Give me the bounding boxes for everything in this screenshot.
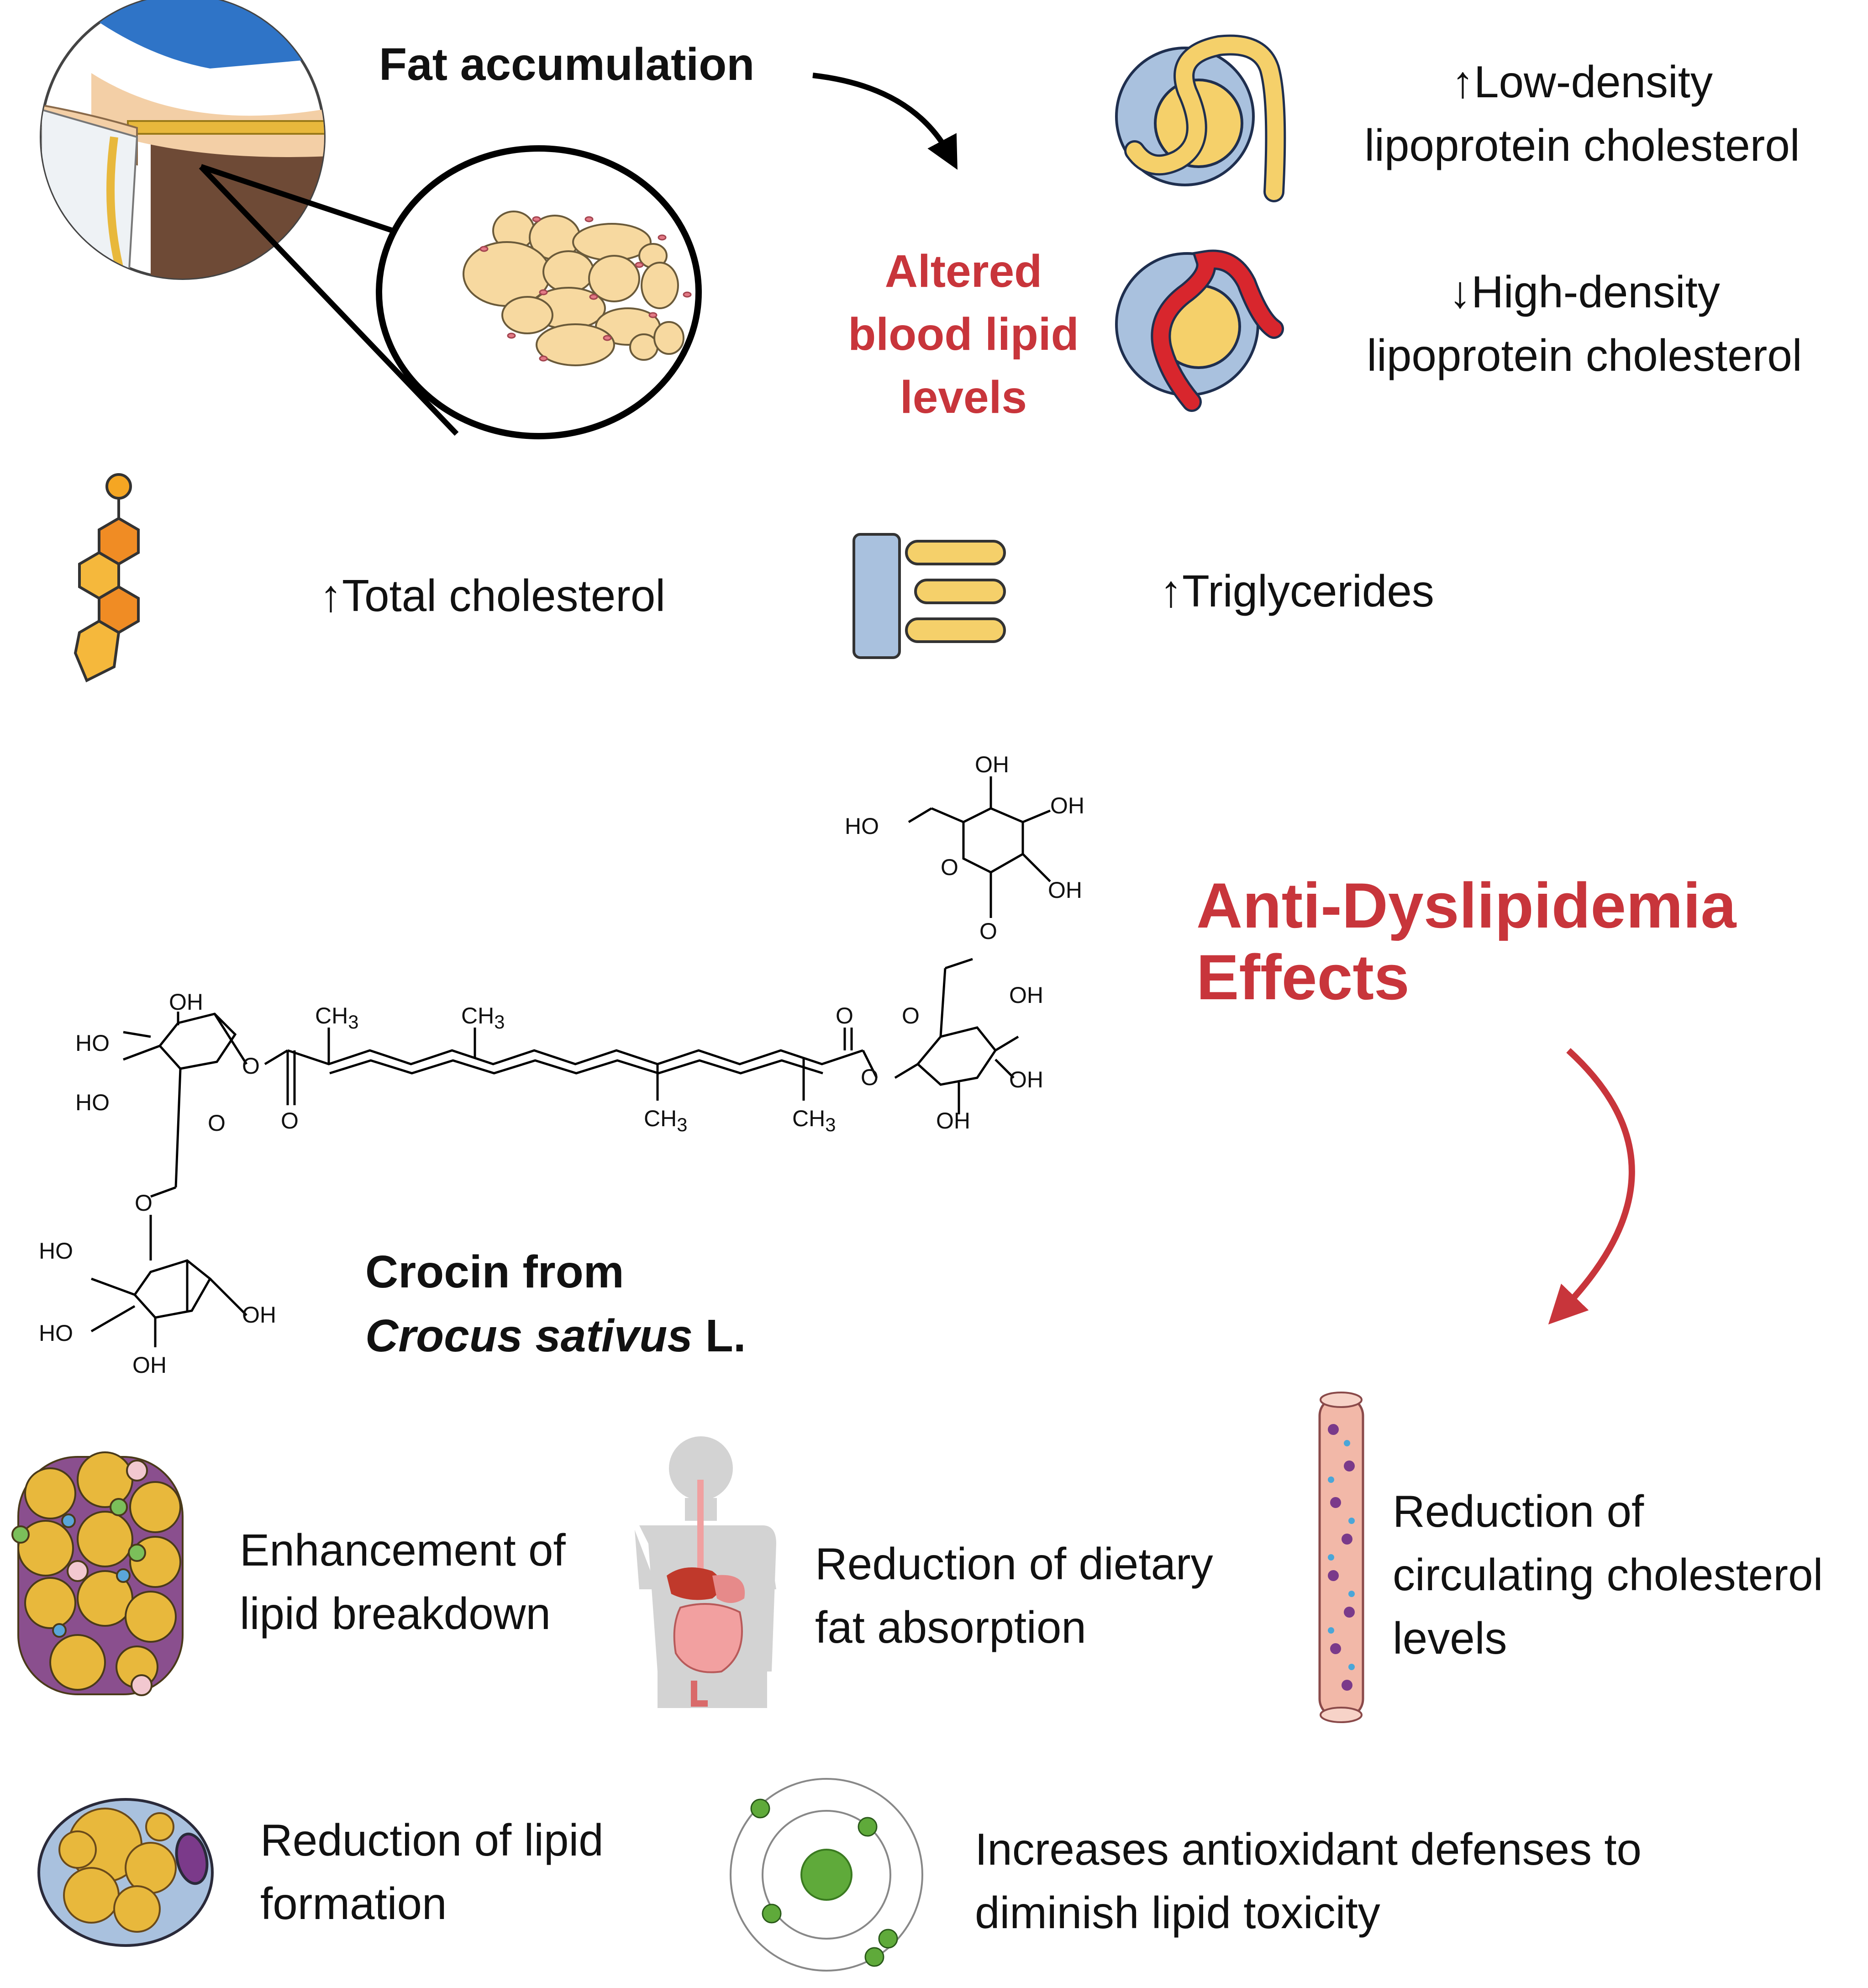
subscript: 3 bbox=[348, 1011, 359, 1033]
atom-label: CH3 bbox=[792, 1106, 836, 1135]
atom-label: OH bbox=[169, 989, 203, 1015]
digestive-system-icon bbox=[635, 1436, 776, 1708]
triglyceride-molecule-icon bbox=[852, 533, 1006, 659]
atom-label: OH bbox=[242, 1302, 276, 1328]
atom-label: OH bbox=[936, 1108, 970, 1134]
effect-fat-absorption: Reduction of dietary fat absorption bbox=[815, 1539, 1213, 1653]
atom-label: O bbox=[941, 854, 958, 880]
atom-label: O bbox=[208, 1110, 226, 1136]
cholesterol-molecule-icon bbox=[74, 473, 140, 683]
adipocyte-cell-icon bbox=[37, 1798, 214, 1947]
atom-label: CH3 bbox=[644, 1106, 688, 1135]
hdl-lipoprotein-icon bbox=[1115, 249, 1284, 412]
effect-lipid-breakdown: Enhancement of lipid breakdown bbox=[240, 1525, 566, 1639]
atom-label: O bbox=[836, 1003, 853, 1028]
ldl-lipoprotein-icon bbox=[1115, 34, 1286, 202]
atom-label: O bbox=[861, 1065, 879, 1090]
atom-label: O bbox=[135, 1190, 153, 1216]
altered-lipid-levels-label: Altered blood lipid levels bbox=[848, 246, 1079, 423]
adipocyte-cluster-icon bbox=[376, 145, 702, 439]
atom-label: CH3 bbox=[461, 1003, 505, 1033]
atom-label: O bbox=[242, 1053, 260, 1079]
atom-label: O bbox=[902, 1003, 920, 1028]
effect-antioxidant: Increases antioxidant defenses to dimini… bbox=[975, 1824, 1642, 1938]
compound-suffix: L. bbox=[692, 1310, 746, 1361]
atom-label: HO bbox=[845, 813, 879, 839]
blood-vessel-icon bbox=[1318, 1392, 1364, 1723]
atom-label: HO bbox=[39, 1320, 73, 1346]
effects-arrow bbox=[1548, 1048, 1635, 1325]
subscript: 3 bbox=[677, 1114, 688, 1135]
compound-line1: Crocin from bbox=[365, 1246, 624, 1297]
atom-label: CH3 bbox=[315, 1003, 359, 1033]
atom-label: OH bbox=[1048, 877, 1082, 903]
effect-lipid-formation: Reduction of lipid formation bbox=[260, 1815, 604, 1929]
compound-species: Crocus sativus bbox=[365, 1310, 693, 1361]
atom-label: OH bbox=[1009, 982, 1043, 1008]
atom-label: O bbox=[281, 1108, 299, 1134]
effect-circulating-cholesterol: Reduction of circulating cholesterol lev… bbox=[1393, 1486, 1823, 1664]
total-cholesterol-label: ↑Total cholesterol bbox=[320, 570, 666, 621]
crocin-structure bbox=[90, 776, 1051, 1347]
anti-dyslipidemia-title: Anti-Dyslipidemia Effects bbox=[1196, 870, 1736, 1013]
atom-label: OH bbox=[975, 752, 1009, 777]
subscript: 3 bbox=[825, 1114, 836, 1135]
atom-label: OH bbox=[1050, 793, 1084, 818]
atom-label: HO bbox=[75, 1030, 110, 1056]
atom-label: OH bbox=[132, 1352, 167, 1378]
atom-label: HO bbox=[39, 1238, 73, 1264]
atom-label: OH bbox=[1009, 1067, 1043, 1092]
triglycerides-label: ↑Triglycerides bbox=[1160, 566, 1434, 616]
fat-to-lipids-arrow bbox=[812, 73, 958, 170]
atom-label: O bbox=[979, 918, 997, 944]
ldl-label: ↑Low-density lipoprotein cholesterol bbox=[1364, 57, 1800, 171]
fat-accumulation-label: Fat accumulation bbox=[379, 39, 755, 90]
hdl-label: ↓High-density lipoprotein cholesterol bbox=[1367, 267, 1802, 381]
antioxidant-atom-icon bbox=[730, 1778, 923, 1972]
compound-caption: Crocin from Crocus sativus L. bbox=[365, 1240, 746, 1368]
subscript: 3 bbox=[494, 1011, 505, 1033]
lipolysis-adipose-icon bbox=[11, 1451, 184, 1696]
atom-label: HO bbox=[75, 1090, 110, 1115]
